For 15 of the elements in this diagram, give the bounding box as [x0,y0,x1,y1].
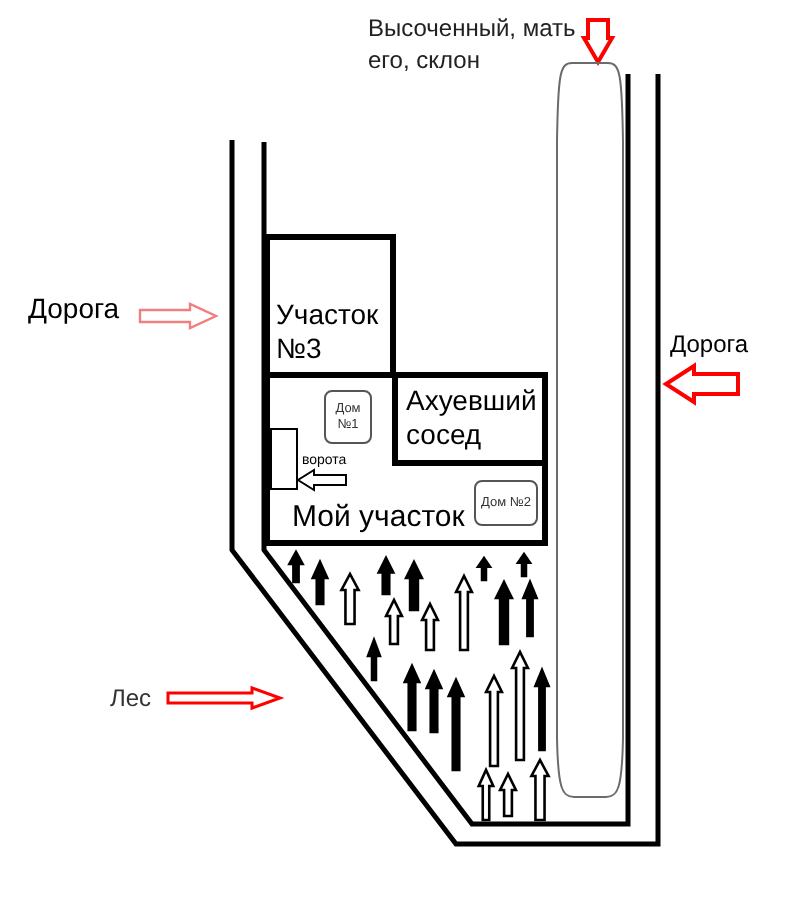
slope-outline [554,62,626,798]
plot-box: Участок №3 [264,234,396,378]
road-label: Дорога [670,328,758,362]
plot-area [264,372,548,546]
arrow [296,468,347,492]
arrow [662,362,740,406]
gate-symbol [270,428,298,490]
arrow [166,685,285,711]
arrow [138,302,219,330]
forest-label: Лес [110,682,158,714]
slope-label: Высоченный, мать его, склон [368,12,584,80]
plot-box: Ахуевший сосед [392,372,548,466]
arrow [580,18,616,66]
road-label: Дорога [28,288,136,328]
plot-label: Мой участок [292,500,465,536]
